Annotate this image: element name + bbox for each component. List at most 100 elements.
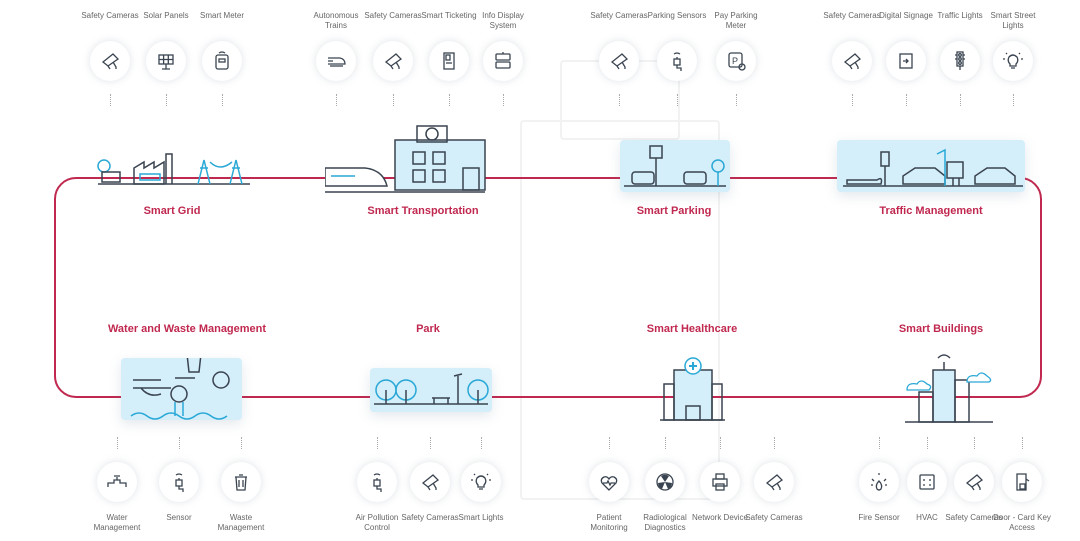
radiation-icon — [645, 462, 685, 502]
connector-dots — [480, 437, 482, 449]
smart-parking-illustration — [620, 140, 730, 192]
device-label: Parking Sensors — [647, 11, 707, 20]
connector-dots — [376, 437, 378, 449]
device-label: Safety Cameras — [364, 11, 422, 20]
smart-transportation-illustration — [324, 122, 488, 194]
device-smart-healthcare-1[interactable]: Radiological Diagnostics — [635, 437, 695, 532]
parking-meter-icon: P — [716, 41, 756, 81]
device-smart-buildings-1[interactable]: HVAC — [897, 437, 957, 532]
device-park-1[interactable]: Safety Cameras — [400, 437, 460, 532]
device-label: Network Device — [691, 513, 748, 522]
device-smart-parking-1[interactable]: Parking Sensors — [647, 11, 707, 106]
device-water-waste-1[interactable]: Sensor — [149, 437, 209, 532]
device-water-waste-0[interactable]: Water Management — [87, 437, 147, 532]
group-title-traffic-management: Traffic Management — [879, 205, 983, 217]
connector-dots — [165, 94, 167, 106]
trash-icon — [221, 462, 261, 502]
connector-dots — [448, 94, 450, 106]
group-title-water-waste: Water and Waste Management — [107, 323, 267, 335]
device-smart-buildings-2[interactable]: Safety Cameras — [944, 437, 1004, 532]
ticket-machine-icon — [429, 41, 469, 81]
printer-icon — [700, 462, 740, 502]
connector-dots — [1021, 437, 1023, 449]
group-title-smart-buildings: Smart Buildings — [898, 323, 984, 335]
connector-dots — [851, 94, 853, 106]
connector-dots — [959, 94, 961, 106]
device-traffic-management-3[interactable]: Smart Street Lights — [983, 11, 1043, 106]
device-smart-transportation-1[interactable]: Safety Cameras — [363, 11, 423, 106]
device-label: Info Display System — [482, 11, 524, 30]
park-illustration — [370, 368, 492, 412]
device-label: Safety Cameras — [823, 11, 881, 20]
connector-dots — [608, 437, 610, 449]
traffic-management-illustration — [837, 140, 1025, 192]
device-traffic-management-1[interactable]: Digital Signage — [876, 11, 936, 106]
device-smart-buildings-3[interactable]: Door - Card Key Access — [992, 437, 1052, 532]
device-label: Patient Monitoring — [590, 513, 628, 532]
device-smart-parking-0[interactable]: Safety Cameras — [589, 11, 649, 106]
device-smart-transportation-3[interactable]: Info Display System — [473, 11, 533, 106]
sensor-icon — [159, 462, 199, 502]
hvac-icon — [907, 462, 947, 502]
device-smart-healthcare-2[interactable]: Network Device — [690, 437, 750, 532]
connector-dots — [926, 437, 928, 449]
signage-icon — [886, 41, 926, 81]
pipe-icon — [97, 462, 137, 502]
device-smart-transportation-0[interactable]: Autonomous Trains — [306, 11, 366, 106]
device-smart-grid-2[interactable]: Smart Meter — [192, 11, 252, 106]
device-park-0[interactable]: Air Pollution Control — [347, 437, 407, 532]
heart-monitor-icon — [589, 462, 629, 502]
connector-dots — [221, 94, 223, 106]
connector-dots — [973, 437, 975, 449]
device-smart-transportation-2[interactable]: Smart Ticketing — [419, 11, 479, 106]
device-label: Smart Meter — [199, 11, 244, 20]
camera-icon — [954, 462, 994, 502]
group-title-smart-grid: Smart Grid — [143, 205, 201, 217]
connector-dots — [116, 437, 118, 449]
device-label: Safety Cameras — [945, 513, 1003, 522]
device-smart-healthcare-0[interactable]: Patient Monitoring — [579, 437, 639, 532]
device-label: Door - Card Key Access — [993, 513, 1051, 532]
device-smart-buildings-0[interactable]: Fire Sensor — [849, 437, 909, 532]
device-traffic-management-0[interactable]: Safety Cameras — [822, 11, 882, 106]
camera-icon — [599, 41, 639, 81]
device-park-2[interactable]: Smart Lights — [451, 437, 511, 532]
connector-dots — [719, 437, 721, 449]
device-label: HVAC — [916, 513, 938, 522]
connector-dots — [773, 437, 775, 449]
device-smart-grid-1[interactable]: Solar Panels — [136, 11, 196, 106]
solar-panel-icon — [146, 41, 186, 81]
device-water-waste-2[interactable]: Waste Management — [211, 437, 271, 532]
bulb-icon — [993, 41, 1033, 81]
camera-icon — [754, 462, 794, 502]
device-label: Safety Cameras — [745, 513, 803, 522]
connector-dots — [676, 94, 678, 106]
device-label: Digital Signage — [879, 11, 933, 20]
device-label: Smart Lights — [458, 513, 504, 522]
device-traffic-management-2[interactable]: Traffic Lights — [930, 11, 990, 106]
connection-loop — [54, 177, 1042, 398]
connector-dots — [335, 94, 337, 106]
sensor-icon — [357, 462, 397, 502]
device-label: Autonomous Trains — [313, 11, 359, 30]
connector-dots — [502, 94, 504, 106]
group-title-smart-parking: Smart Parking — [636, 205, 712, 217]
train-icon — [316, 41, 356, 81]
sensor-icon — [657, 41, 697, 81]
device-label: Smart Street Lights — [990, 11, 1036, 30]
device-label: Traffic Lights — [937, 11, 983, 20]
connector-dots — [392, 94, 394, 106]
device-label: Air Pollution Control — [355, 513, 399, 532]
device-smart-healthcare-3[interactable]: Safety Cameras — [744, 437, 804, 532]
group-title-park: Park — [416, 323, 440, 335]
background-building — [520, 120, 720, 500]
bulb-icon — [461, 462, 501, 502]
display-icon — [483, 41, 523, 81]
device-label: Safety Cameras — [81, 11, 139, 20]
device-smart-grid-0[interactable]: Safety Cameras — [80, 11, 140, 106]
device-label: Waste Management — [217, 513, 265, 532]
svg-text:P: P — [732, 56, 738, 66]
connector-dots — [178, 437, 180, 449]
connector-dots — [429, 437, 431, 449]
